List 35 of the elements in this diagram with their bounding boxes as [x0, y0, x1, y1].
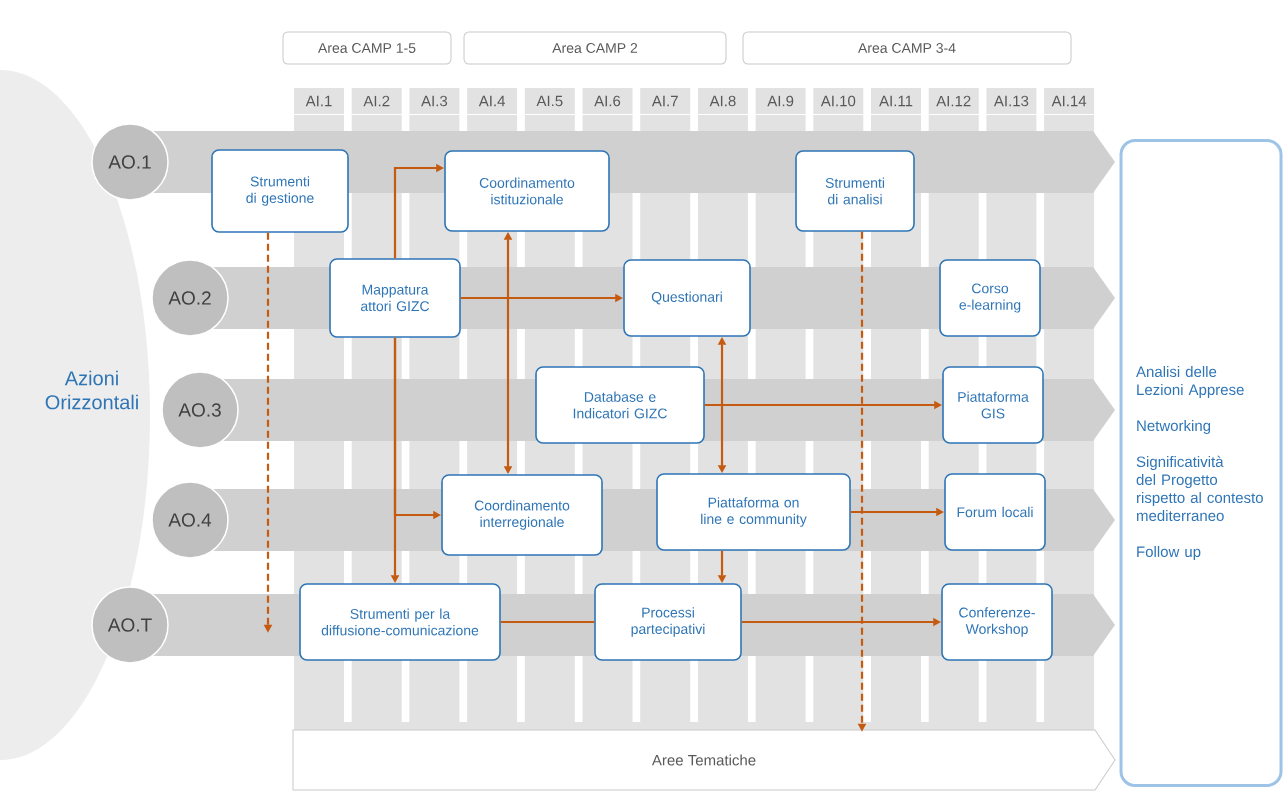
area-header: Area CAMP 3-4	[742, 31, 1072, 65]
area-header: Area CAMP 2	[463, 31, 727, 65]
column-label: AI.10	[813, 88, 864, 114]
column-label: AI.3	[409, 88, 460, 114]
column-label: AI.8	[697, 88, 748, 114]
activity-box: Mappatura attori GIZC	[329, 258, 461, 338]
column-label: AI.1	[294, 88, 344, 114]
activity-box: Corso e-learning	[939, 259, 1041, 337]
activity-box: Coordinamento interregionale	[441, 474, 603, 556]
column-label: AI.12	[928, 88, 979, 114]
side-title: Azioni Orizzontali	[45, 370, 138, 410]
activity-box: Coordinamento istituzionale	[444, 150, 610, 232]
column-label: AI.9	[755, 88, 806, 114]
column-label: AI.13	[986, 88, 1037, 114]
outcome-panel: Analisi delle Lezioni Apprese Networking Significatività del Progetto rispetto al contesto mediterraneo Follow up	[1119, 139, 1283, 787]
column-label: AI.5	[524, 88, 575, 114]
column-label: AI.6	[582, 88, 633, 114]
activity-box: Piattaforma GIS	[942, 366, 1044, 444]
activity-box: Conferenze-Workshop	[941, 583, 1053, 661]
column-label: AI.14	[1044, 88, 1095, 114]
activity-box: Database e Indicatori GIZC	[535, 366, 705, 444]
activity-box: Strumenti per la diffusione-comunicazione	[299, 583, 501, 661]
activity-box: Strumenti di analisi	[795, 150, 915, 232]
node-label: Aree Tematiche	[651, 754, 756, 766]
activity-box: Questionari	[623, 259, 751, 337]
area-header: Area CAMP 1-5	[282, 31, 452, 65]
activity-box: Piattaforma on line e community	[656, 473, 851, 551]
column-label: AI.4	[467, 88, 518, 114]
activity-box: Forum locali	[944, 473, 1046, 551]
column-label: AI.7	[640, 88, 691, 114]
column-label: AI.11	[871, 88, 921, 114]
theme-arrow-band: Aree Tematiche	[292, 729, 1116, 791]
column-label: AI.2	[351, 88, 402, 114]
activity-box: Processi partecipativi	[594, 583, 742, 661]
activity-box: Strumenti di gestione	[211, 149, 349, 233]
